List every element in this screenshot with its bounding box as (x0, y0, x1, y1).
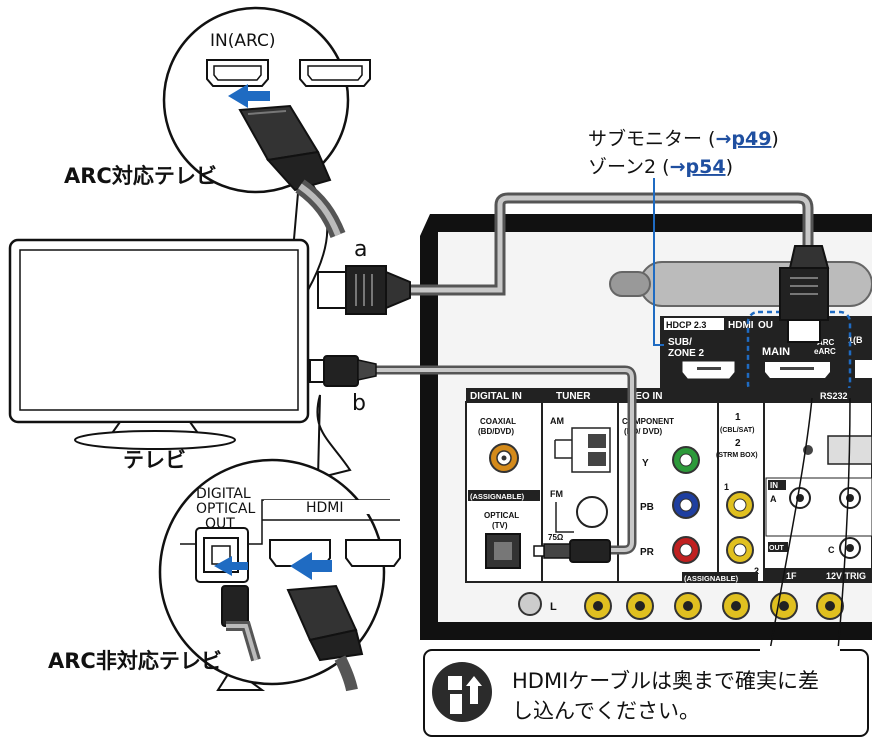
svg-text:1(B: 1(B (848, 335, 863, 345)
svg-text:IN: IN (770, 481, 778, 490)
main-label: MAIN (762, 346, 790, 358)
svg-text:DIGITAL IN: DIGITAL IN (470, 391, 522, 402)
svg-text:12V TRIG: 12V TRIG (826, 571, 866, 581)
svg-text:RS232: RS232 (820, 391, 848, 401)
svg-text:TUNER: TUNER (556, 391, 591, 402)
note-callout: HDMIケーブルは奥まで確実に差 し込んでください。 (423, 397, 869, 737)
svg-text:PR: PR (640, 547, 655, 558)
note-line-2: し込んでください。 (512, 699, 700, 723)
hdmi-cable-a (317, 192, 830, 343)
svg-text:(ASSIGNABLE): (ASSIGNABLE) (684, 574, 739, 583)
cable-a-label: a (354, 237, 367, 262)
svg-text:1F: 1F (786, 571, 797, 581)
cable-b-label: b (352, 391, 366, 416)
arc-port-label: IN(ARC) (210, 31, 275, 51)
arc-tv-label: ARC対応テレビ (64, 164, 217, 188)
svg-text:HDMI: HDMI (728, 320, 754, 331)
info-icon (432, 662, 492, 722)
note-line-1: HDMIケーブルは奥まで確実に差 (512, 669, 819, 693)
zone2-label: ゾーン2 (→p54) (588, 156, 733, 178)
svg-text:COMPONENT(BD/ DVD): COMPONENT(BD/ DVD) (622, 417, 674, 436)
sub-zone2-leader (653, 178, 664, 346)
svg-text:OU: OU (758, 320, 773, 331)
svg-text:2: 2 (754, 566, 759, 576)
svg-text:OUT: OUT (769, 545, 785, 552)
sub-monitor-label: サブモニター (→p49) (588, 127, 779, 150)
sub-zone2-label: SUB/ZONE 2 (668, 337, 705, 359)
svg-text:COAXIAL(BD/DVD): COAXIAL(BD/DVD) (478, 417, 516, 436)
svg-text:(CBL/SAT): (CBL/SAT) (720, 427, 754, 434)
svg-text:OPTICAL(TV): OPTICAL(TV) (484, 511, 519, 530)
svg-text:AM: AM (550, 416, 564, 426)
non-arc-tv-label: ARC非対応テレビ (48, 649, 222, 673)
svg-text:Y: Y (642, 458, 649, 469)
svg-text:C: C (828, 545, 835, 555)
svg-text:FM: FM (550, 489, 563, 499)
hdmi-port-label: HDMI (306, 500, 344, 516)
arc-tv-callout: IN(ARC) (162, 6, 371, 293)
svg-text:DEO IN: DEO IN (628, 391, 662, 402)
svg-text:A: A (770, 494, 777, 504)
svg-text:1: 1 (735, 412, 741, 423)
optical-cable-b (309, 355, 637, 563)
svg-text:1: 1 (724, 482, 729, 492)
television (8, 238, 310, 450)
svg-text:L: L (550, 601, 557, 613)
tv-label: テレビ (123, 448, 186, 472)
svg-text:2: 2 (735, 438, 741, 449)
svg-text:75Ω: 75Ω (548, 533, 564, 542)
svg-text:PB: PB (640, 502, 654, 513)
svg-text:(STRM BOX): (STRM BOX) (716, 452, 758, 459)
hdcp-label: HDCP 2.3 (666, 320, 706, 330)
svg-text:(ASSIGNABLE): (ASSIGNABLE) (470, 492, 525, 501)
